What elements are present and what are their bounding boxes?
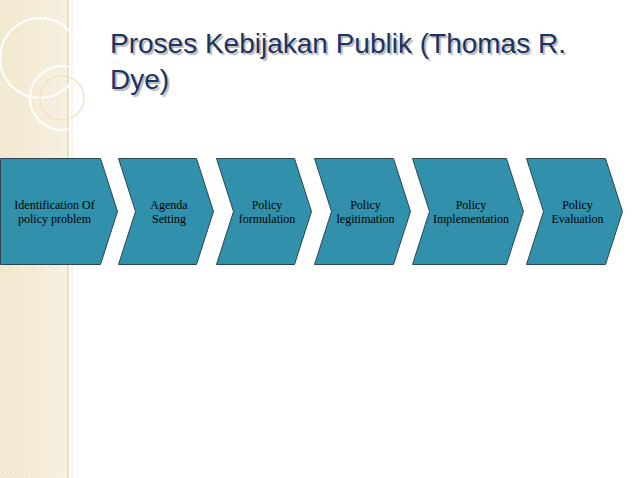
chevron-outline (217, 159, 312, 265)
chevron-outline (315, 159, 411, 265)
process-chevron: Policy formulation (216, 158, 312, 265)
process-chevron: Identification Of policy problem (0, 158, 118, 265)
step-label: Policy Implementation (432, 198, 510, 226)
deco-circle (30, 66, 94, 130)
process-chevron: Policy Evaluation (526, 158, 623, 265)
chevron-text-area: Policy legitimation (333, 158, 398, 265)
deco-circle (40, 76, 84, 120)
chevron-text-area: Policy Implementation (431, 158, 511, 265)
chevron-outline (119, 159, 214, 265)
step-label: Policy formulation (236, 198, 298, 226)
step-label: Policy legitimation (334, 198, 397, 226)
process-chevron: Policy Implementation (412, 158, 524, 265)
process-chevron: Policy legitimation (314, 158, 411, 265)
chevron-outline (413, 159, 524, 265)
chevron-outline (527, 159, 623, 265)
deco-circle (0, 18, 80, 98)
slide-title: Proses Kebijakan Publik (Thomas R. Dye) (110, 26, 610, 98)
chevron-text-area: Identification Of policy problem (4, 158, 105, 265)
step-label: Agenda Setting (138, 198, 200, 226)
chevron-text-area: Policy Evaluation (545, 158, 610, 265)
step-label: Policy Evaluation (546, 198, 609, 226)
step-label: Identification Of policy problem (5, 198, 104, 226)
process-chevron: Agenda Setting (118, 158, 214, 265)
chevron-outline (1, 159, 118, 265)
chevron-text-area: Agenda Setting (137, 158, 201, 265)
chevron-text-area: Policy formulation (235, 158, 299, 265)
